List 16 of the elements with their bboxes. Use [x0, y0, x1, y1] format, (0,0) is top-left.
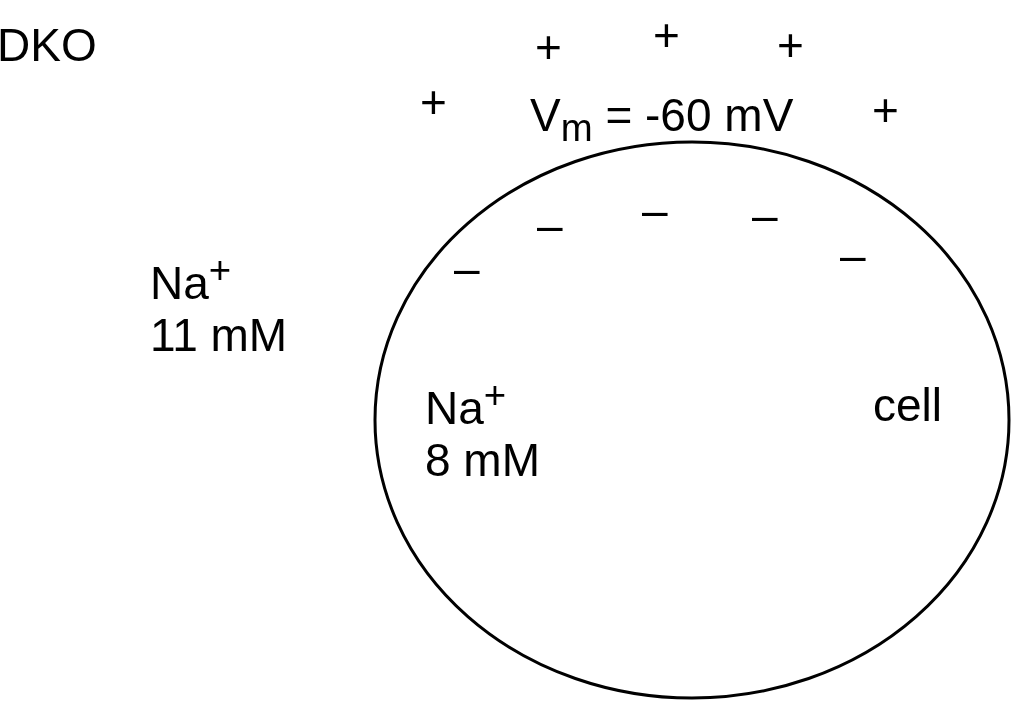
- minus-sign: –: [840, 229, 866, 281]
- minus-sign: –: [642, 184, 668, 236]
- plus-sign: +: [420, 76, 447, 128]
- plus-sign: +: [535, 21, 562, 73]
- potential-label: V$_{m}$ = -60 mV: [530, 89, 794, 152]
- minus-sign: –: [537, 199, 563, 251]
- cell-ellipse: [373, 140, 1011, 700]
- cell-label: cell: [873, 379, 944, 431]
- plus-sign: +: [653, 9, 680, 61]
- concentration-label: Na$^{+}$ 8 mM: [425, 372, 541, 487]
- minus-sign: –: [454, 242, 480, 294]
- title-label: DKO: [0, 19, 97, 71]
- plus-sign: +: [777, 19, 804, 71]
- concentration-label: Na$^{+}$ 11 mM: [150, 247, 289, 362]
- minus-sign: –: [752, 189, 778, 241]
- plus-sign: +: [872, 84, 899, 136]
